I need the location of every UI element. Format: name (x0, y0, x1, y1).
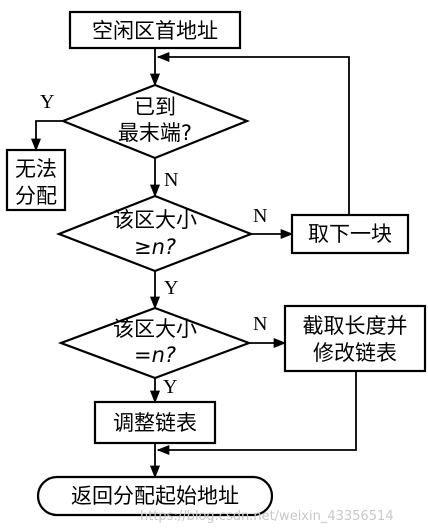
edge-take-next-loop (156, 51, 350, 215)
cut-modify-box: 截取长度并 修改链表 (283, 304, 427, 373)
start-box: 空闲区首地址 (68, 10, 242, 50)
cut-modify-line1: 截取长度并 (303, 314, 408, 338)
start-box-text: 空闲区首地址 (92, 19, 218, 43)
edge-end-check-yes (30, 120, 63, 152)
no-allocation-line1: 无法 (15, 157, 57, 181)
decision-size-eq-line2: =n? (134, 343, 176, 367)
label-yes-size-eq: Y (163, 376, 177, 398)
flow-edges (30, 48, 357, 479)
label-yes-end: Y (40, 91, 54, 113)
edge-labels: Y N N Y N Y (40, 91, 267, 398)
decision-reached-end-line2: 最末端? (118, 121, 192, 145)
label-yes-size-ge: Y (164, 277, 178, 299)
take-next-text: 取下一块 (308, 222, 392, 246)
return-terminal: 返回分配起始地址 (36, 475, 274, 517)
decision-reached-end-line1: 已到 (134, 95, 176, 119)
decision-size-ge-line2: ≥n? (134, 235, 176, 259)
decision-size-eq-line1: 该区大小 (113, 317, 197, 341)
no-allocation-box: 无法 分配 (5, 148, 67, 212)
return-text: 返回分配起始地址 (71, 484, 239, 508)
decision-size-ge-line1: 该区大小 (113, 208, 197, 232)
watermark: https://blog.csdn.net/weixin_43356514 (140, 509, 394, 524)
edge-cut-to-merge (156, 371, 357, 456)
no-allocation-line2: 分配 (15, 184, 57, 208)
label-no-end: N (164, 169, 178, 191)
decision-reached-end: 已到 最末端? (60, 83, 250, 160)
decision-size-eq: 该区大小 =n? (57, 306, 253, 380)
label-no-size-eq: N (253, 313, 267, 335)
label-no-size-ge: N (253, 205, 267, 227)
cut-modify-line2: 修改链表 (313, 341, 397, 365)
adjust-list-text: 调整链表 (113, 411, 197, 435)
adjust-list-box: 调整链表 (93, 400, 217, 445)
decision-size-ge: 该区大小 ≥n? (55, 194, 255, 273)
take-next-box: 取下一块 (290, 213, 410, 255)
